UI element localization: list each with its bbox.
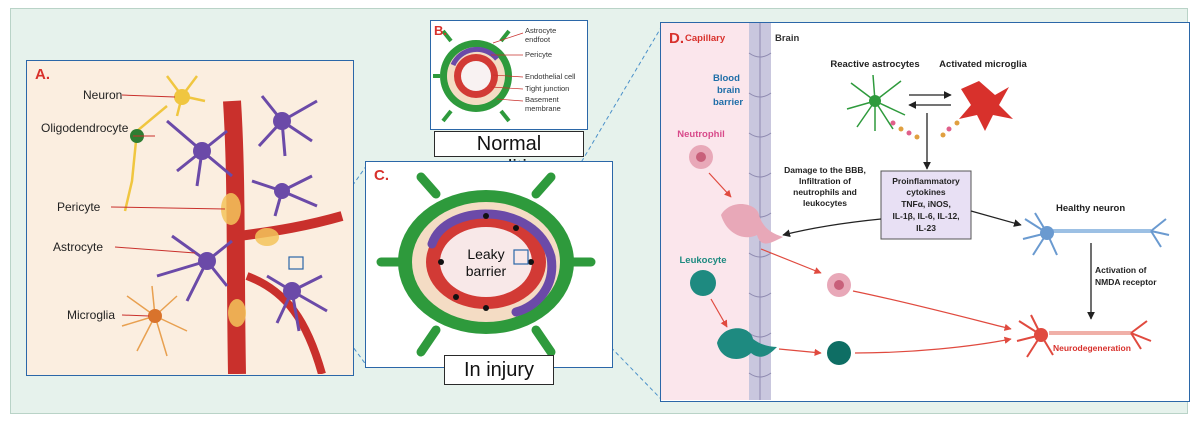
healthy-neuron-body bbox=[1040, 226, 1054, 240]
label-astrocyte-endfoot-2: endfoot bbox=[525, 35, 551, 44]
pericyte-cell bbox=[255, 228, 279, 246]
panel-b-letter: B. bbox=[434, 23, 447, 38]
label-cyto-2: cytokines bbox=[906, 187, 945, 197]
panel-a-letter: A. bbox=[35, 66, 50, 83]
label-bbb-1: Blood bbox=[713, 73, 740, 84]
arrow-to-healthy-neuron bbox=[970, 210, 1022, 227]
panel-b-illustration: B. Astrocyte endfoot Pericyte Endothelia… bbox=[433, 23, 576, 123]
arrow-neutrophil-to-neurodegeneration bbox=[852, 290, 1012, 331]
panel-c-letter: C. bbox=[374, 167, 389, 184]
label-astrocyte: Astrocyte bbox=[53, 240, 103, 254]
label-neutrophil: Neutrophil bbox=[677, 129, 725, 140]
label-leader-lines bbox=[110, 94, 226, 317]
label-brain: Brain bbox=[775, 33, 799, 44]
label-reactive-astrocytes: Reactive astrocytes bbox=[830, 59, 919, 70]
panel-c: C. Leaky barrier bbox=[365, 161, 613, 368]
label-healthy-neuron: Healthy neuron bbox=[1056, 203, 1125, 214]
caption-normal-condition: Normal condition bbox=[434, 131, 584, 179]
label-bbb-2: brain bbox=[717, 85, 740, 96]
panel-a-illustration: A. Neuron Oligodendrocyte Pericyte Astro… bbox=[35, 66, 344, 376]
label-activated-microglia: Activated microglia bbox=[939, 59, 1027, 70]
leukocyte-cell bbox=[690, 270, 716, 296]
neutrophil-nucleus bbox=[696, 152, 706, 162]
label-astrocyte-endfoot-1: Astrocyte bbox=[525, 26, 556, 35]
blood-vessel-branch-1 bbox=[238, 211, 344, 241]
label-pericyte: Pericyte bbox=[57, 200, 101, 214]
panel-d-letter: D. bbox=[669, 30, 684, 47]
label-leukocyte: Leukocyte bbox=[680, 255, 727, 266]
arrow-neutrophil-1 bbox=[708, 172, 732, 198]
label-pericyte: Pericyte bbox=[525, 50, 552, 59]
label-damage-2: Infiltration of bbox=[799, 176, 851, 186]
label-leaky-1: Leaky bbox=[467, 246, 504, 262]
panel-b-leaders bbox=[490, 32, 524, 102]
neuron-cell bbox=[123, 75, 206, 212]
neutrophil-nucleus bbox=[834, 280, 844, 290]
reactive-astrocyte-body bbox=[869, 95, 881, 107]
arrow-neutrophil-2 bbox=[760, 248, 822, 274]
endfoot-processes bbox=[433, 29, 511, 123]
label-basement-2: membrane bbox=[525, 104, 561, 113]
label-basement-1: Basement bbox=[525, 95, 560, 104]
tight-junctions bbox=[438, 213, 534, 311]
vessel-lumen bbox=[440, 227, 532, 297]
healthy-neuron-cell bbox=[1022, 212, 1170, 256]
label-nmda-2: NMDA receptor bbox=[1095, 277, 1157, 287]
leukocyte-infiltrated bbox=[827, 341, 851, 365]
blood-vessel-main bbox=[223, 100, 246, 375]
leukocyte-transmigrating bbox=[717, 328, 777, 359]
label-leaky-2: barrier bbox=[466, 263, 507, 279]
label-bbb-3: barrier bbox=[713, 97, 743, 108]
label-endothelial-cell: Endothelial cell bbox=[525, 72, 576, 81]
label-nmda-1: Activation of bbox=[1095, 265, 1147, 275]
label-cyto-1: Proinflammatory bbox=[892, 176, 960, 186]
label-damage-3: neutrophils and bbox=[793, 187, 857, 197]
label-cyto-5: IL-23 bbox=[916, 223, 936, 233]
cytokine-box bbox=[880, 170, 972, 240]
neuron-body bbox=[174, 89, 190, 105]
label-damage-1: Damage to the BBB, bbox=[784, 165, 866, 175]
arrow-leukocyte-to-neurodegeneration bbox=[854, 336, 1012, 354]
label-damage-4: leukocytes bbox=[803, 198, 847, 208]
pericyte-cell bbox=[221, 193, 241, 225]
label-cyto-3: TNFα, iNOS, bbox=[901, 199, 951, 209]
activated-microglia-cell bbox=[959, 81, 1013, 131]
vessel-lumen bbox=[461, 61, 491, 91]
neutrophil-transmigrating bbox=[721, 204, 783, 244]
degenerating-neuron-cell bbox=[1016, 314, 1152, 358]
arrow-to-bbb bbox=[782, 218, 882, 238]
microglia-body bbox=[148, 309, 162, 323]
astrocyte-group bbox=[156, 95, 328, 332]
label-capillary: Capillary bbox=[685, 33, 726, 44]
arrow-leukocyte-1 bbox=[710, 298, 728, 328]
panel-b: B. Astrocyte endfoot Pericyte Endothelia… bbox=[430, 20, 588, 130]
label-microglia: Microglia bbox=[67, 308, 115, 322]
astrocyte-bodies bbox=[193, 112, 301, 300]
zoom-box bbox=[288, 256, 304, 270]
microglia-cell bbox=[121, 285, 188, 357]
zoom-box bbox=[513, 249, 529, 265]
blood-vessel-branch-2 bbox=[245, 272, 326, 376]
label-neurodegeneration: Neurodegeneration bbox=[1053, 343, 1131, 353]
degenerating-neuron-body bbox=[1034, 328, 1048, 342]
label-neuron: Neuron bbox=[83, 88, 122, 102]
panel-d-illustration: Capillary Brain Blood brain barrier D. R… bbox=[661, 23, 1170, 400]
cytokine-dots bbox=[890, 120, 960, 140]
panel-a: A. Neuron Oligodendrocyte Pericyte Astro… bbox=[26, 60, 354, 376]
caption-in-injury: In injury bbox=[444, 355, 554, 385]
reactive-astrocyte-cell bbox=[846, 74, 906, 131]
label-tight-junction: Tight junction bbox=[525, 84, 569, 93]
barrier-cells bbox=[748, 23, 772, 400]
panel-c-illustration: C. Leaky barrier bbox=[374, 167, 596, 357]
arrow-leukocyte-2 bbox=[778, 348, 822, 356]
label-cyto-4: IL-1β, IL-6, IL-12, bbox=[892, 211, 959, 221]
pericyte-cell bbox=[228, 299, 246, 327]
panel-d: Capillary Brain Blood brain barrier D. R… bbox=[660, 22, 1190, 402]
label-oligodendrocyte: Oligodendrocyte bbox=[41, 121, 129, 135]
pericyte-arc bbox=[427, 209, 557, 317]
